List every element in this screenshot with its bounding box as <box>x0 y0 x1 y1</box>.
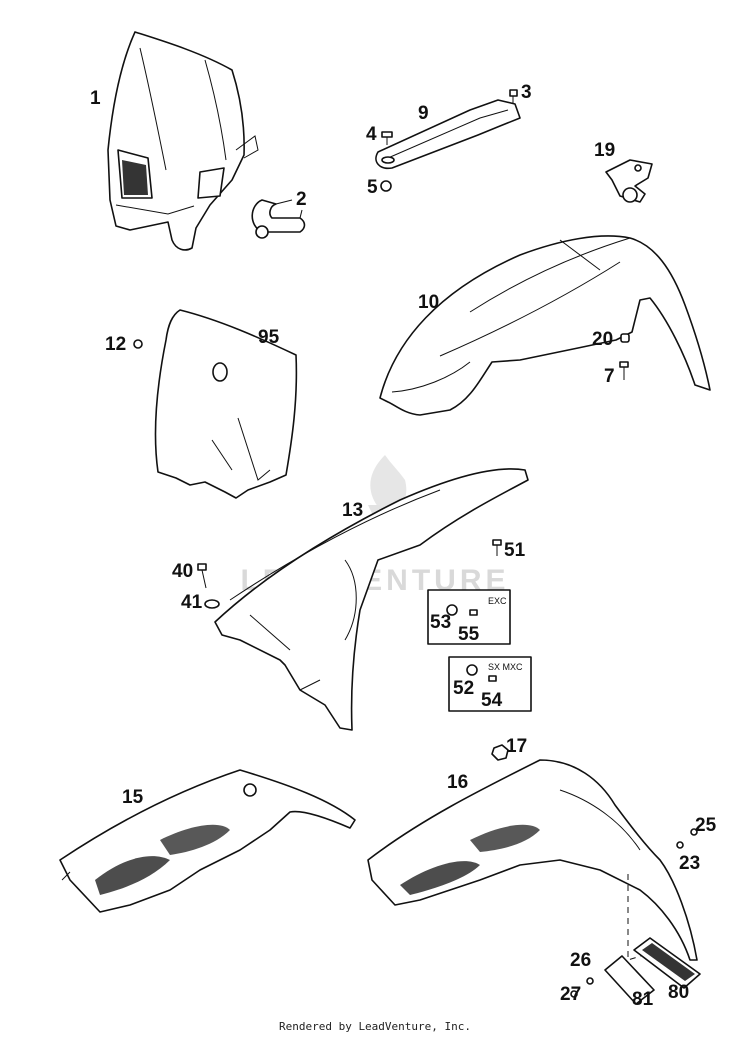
part-26-washer[interactable] <box>586 977 594 985</box>
label-part-55: 55 <box>458 624 480 645</box>
label-part-15: 15 <box>122 787 144 808</box>
part-51-screw[interactable] <box>492 539 502 556</box>
part-12-screw[interactable] <box>133 339 143 349</box>
label-part-41: 41 <box>181 592 203 613</box>
label-part-27: 27 <box>560 984 581 1005</box>
label-part-13: 13 <box>342 500 363 521</box>
part-20-grommet[interactable] <box>620 333 630 343</box>
part-13-rear-fender[interactable] <box>214 468 529 731</box>
part-1-headlight-mask[interactable] <box>107 31 259 251</box>
label-part-23: 23 <box>679 853 700 874</box>
part-25-screw[interactable] <box>690 828 698 836</box>
part-10-front-fender[interactable] <box>379 235 711 416</box>
label-part-81: 81 <box>632 989 654 1010</box>
label-part-12: 12 <box>105 334 126 355</box>
part-19-bracket[interactable] <box>605 159 653 203</box>
part-9-bracket[interactable] <box>375 99 521 170</box>
label-part-17: 17 <box>506 736 527 757</box>
label-part-51: 51 <box>504 540 526 561</box>
label-part-2: 2 <box>296 189 307 210</box>
part-7-screw[interactable] <box>619 361 629 380</box>
label-part-95: 95 <box>258 327 280 348</box>
part-4-screw[interactable] <box>381 131 393 145</box>
variant-label-sx-mxc: SX MXC <box>488 662 523 672</box>
label-part-53: 53 <box>430 612 451 633</box>
part-2-clamp[interactable] <box>251 199 306 239</box>
label-part-25: 25 <box>695 815 717 836</box>
variant-box-exc[interactable]: EXC <box>427 589 511 645</box>
variant-box-sx-mxc[interactable]: SX MXC <box>448 656 532 712</box>
part-41-washer[interactable] <box>204 599 220 609</box>
part-40-screw[interactable] <box>197 563 207 589</box>
label-part-10: 10 <box>418 292 439 313</box>
label-part-40: 40 <box>172 561 193 582</box>
leader-lines <box>299 209 303 219</box>
label-part-19: 19 <box>594 140 615 161</box>
label-part-26: 26 <box>570 950 591 971</box>
callout-labels: 1 2 3 4 5 9 19 10 12 95 20 7 13 51 40 41… <box>90 82 717 1010</box>
part-23-washer[interactable] <box>676 841 684 849</box>
part-16-side-cover[interactable] <box>367 759 698 961</box>
part-27-screw[interactable] <box>570 990 578 998</box>
part-95-number-plate[interactable] <box>154 309 298 499</box>
label-part-9: 9 <box>418 103 429 124</box>
label-part-16: 16 <box>447 772 468 793</box>
part-3-screw[interactable] <box>509 89 518 104</box>
label-part-3: 3 <box>521 82 532 103</box>
label-part-5: 5 <box>367 177 378 198</box>
part-17-nut[interactable] <box>491 744 509 761</box>
label-part-4: 4 <box>366 124 377 145</box>
label-part-52: 52 <box>453 678 474 699</box>
part-81-plate[interactable] <box>604 955 655 1005</box>
part-80-reflector[interactable] <box>633 937 701 989</box>
variant-label-exc: EXC <box>488 596 507 606</box>
label-part-20: 20 <box>592 329 613 350</box>
label-part-1: 1 <box>90 88 101 109</box>
part-15-side-cover[interactable] <box>59 769 356 913</box>
label-part-54: 54 <box>481 690 503 711</box>
footer-credit: Rendered by LeadVenture, Inc. <box>278 1020 472 1033</box>
label-part-80: 80 <box>668 982 689 1003</box>
part-5-nut[interactable] <box>380 180 392 192</box>
label-part-7: 7 <box>604 366 615 387</box>
